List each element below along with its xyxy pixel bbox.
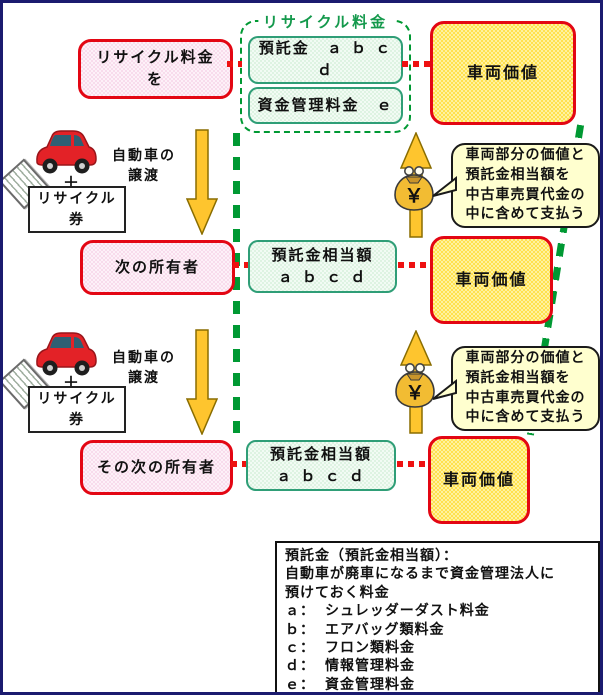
recycle-ticket-box-1: リサイクル 券 (28, 186, 126, 233)
bubble-tail-1 (432, 175, 457, 197)
speech-bubble-2: 車両部分の価値と 預託金相当額を 中古車売買代金の 中に含めて支払う (432, 346, 600, 431)
car-icon-2 (33, 328, 99, 382)
legend-item-value: エアバッグ類料金 (325, 621, 445, 638)
legend-item: ａ： シュレッダーダスト料金 (285, 602, 590, 620)
legend-item-key: ａ： (285, 603, 315, 620)
next-owner-box: 次の所有者 (80, 240, 235, 295)
legend-item: ｂ： エアバッグ類料金 (285, 621, 590, 639)
legend-box: 預託金（預託金相当額）： 自動車が廃車になるまで資金管理法人に 預けておく料金 … (275, 541, 600, 693)
connector-dots-1b (402, 61, 430, 67)
recycle-ticket-box-2: リサイクル 券 (28, 386, 126, 433)
vehicle-value-box-3: 車両価値 (428, 436, 530, 524)
legend-description: 自動車が廃車になるまで資金管理法人に 預けておく料金 (285, 566, 555, 601)
next-next-owner-box: その次の所有者 (80, 440, 233, 495)
connector-dots-3a (231, 461, 246, 467)
connector-dots-2b (398, 262, 428, 268)
connector-dots-1a (227, 61, 242, 67)
legend-item-key: ｄ： (285, 658, 315, 675)
legend-item-key: ｃ： (285, 640, 315, 657)
car-icon (33, 126, 99, 180)
connector-dots-2a (233, 262, 248, 268)
bubble-tail-2 (432, 378, 457, 400)
legend-item-value: シュレッダーダスト料金 (325, 603, 490, 620)
vehicle-value-box-1: 車両価値 (430, 21, 576, 125)
deposit-box: 預託金 ａ ｂ ｃ ｄ (248, 36, 403, 84)
deposit-equivalent-box-2: 預託金相当額 ａ ｂ ｃ ｄ (246, 440, 396, 491)
money-bag-icon-2: ￥ (393, 361, 437, 409)
money-bag-icon-1: ￥ (392, 164, 436, 212)
legend-item: ｃ： フロン類料金 (285, 639, 590, 657)
speech-bubble-2-text: 車両部分の価値と 預託金相当額を 中古車売買代金の 中に含めて支払う (465, 349, 586, 426)
recycle-fee-group: リサイクル料金 (240, 11, 411, 133)
transfer-label-2: 自動車の 譲渡 (112, 350, 176, 386)
recycle-fee-group-label: リサイクル料金 (257, 11, 394, 32)
yen-symbol-1: ￥ (404, 185, 424, 207)
legend-item-key: ｂ： (285, 621, 315, 638)
speech-bubble-1-text: 車両部分の価値と 預託金相当額を 中古車売買代金の 中に含めて支払う (465, 146, 586, 223)
deposit-equivalent-box-1: 預託金相当額 ａ ｂ ｃ ｄ (248, 240, 397, 293)
legend-item: ｄ： 情報管理料金 (285, 657, 590, 675)
transfer-label-1: 自動車の 譲渡 (112, 148, 176, 184)
transfer-down-arrow-2 (185, 329, 219, 439)
legend-item: ｅ： 資金管理料金 (285, 676, 590, 693)
yen-symbol-2: ￥ (405, 382, 425, 404)
legend-title: 預託金（預託金相当額）： (285, 548, 458, 564)
transfer-down-arrow-1 (185, 129, 219, 239)
speech-bubble-1: 車両部分の価値と 預託金相当額を 中古車売買代金の 中に含めて支払う (432, 143, 600, 228)
legend-item-value: フロン類料金 (325, 640, 415, 657)
legend-item-value: 情報管理料金 (325, 658, 415, 675)
vehicle-value-box-2: 車両価値 (430, 236, 553, 324)
connector-dots-3b (397, 461, 427, 467)
fund-management-fee-box: 資金管理料金 ｅ (248, 87, 403, 124)
ownership-timeline-dash (233, 133, 240, 433)
legend-item-key: ｅ： (285, 676, 315, 693)
recycle-fee-box: リサイクル料金 を (78, 39, 233, 99)
legend-item-value: 資金管理料金 (325, 676, 415, 693)
